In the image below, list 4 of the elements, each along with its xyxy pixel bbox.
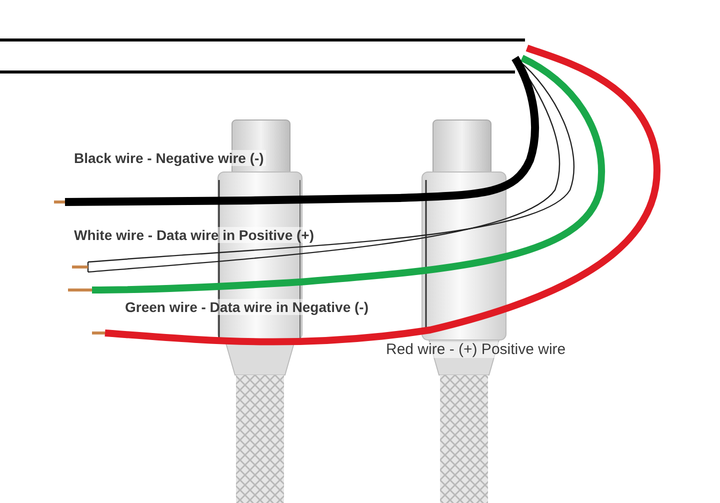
wire-label: Green wire - Data wire in Negative (-): [123, 299, 371, 315]
wire-label: Black wire - Negative wire (-): [72, 150, 266, 166]
wire-label: Red wire - (+) Positive wire: [384, 342, 568, 358]
wire-label: White wire - Data wire in Positive (+): [72, 227, 316, 243]
